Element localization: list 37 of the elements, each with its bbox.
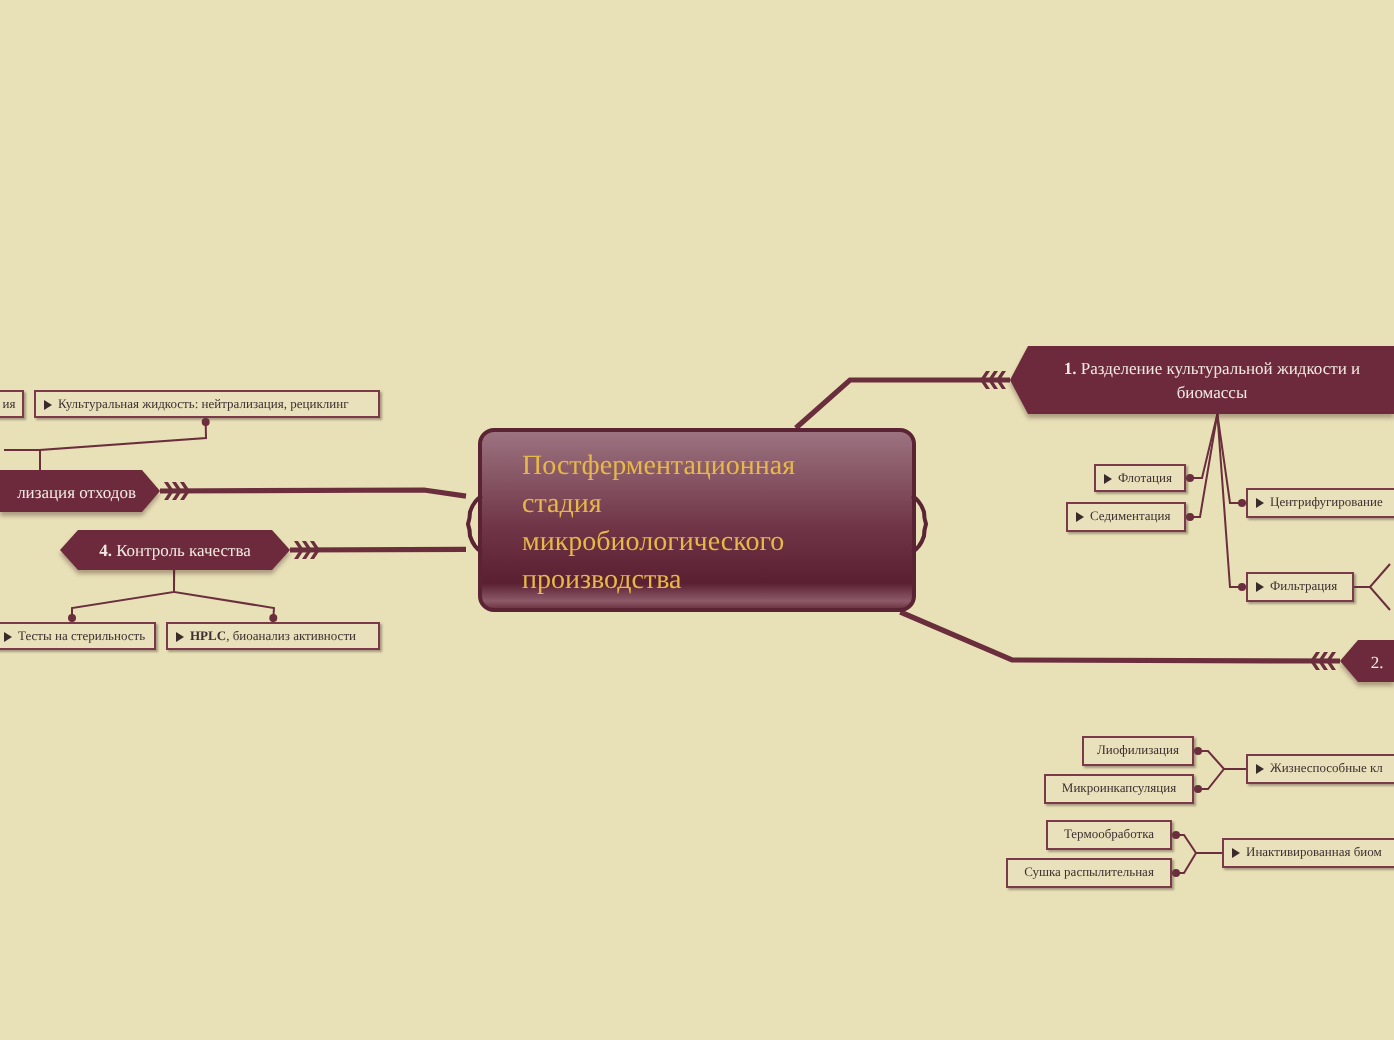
subtopic-box (1046, 820, 1172, 850)
topic-label: 4. Контроль качества (99, 538, 251, 562)
central-topic-label: Постферментационная стадия микробиологического производства (522, 450, 798, 600)
topic-banner (60, 530, 290, 570)
subtopic-box (1082, 736, 1194, 766)
connector (899, 609, 1340, 670)
subtopic-box (166, 622, 380, 650)
subtopic-box (1094, 464, 1186, 492)
subtopic-box (1246, 572, 1354, 602)
connector (39, 417, 210, 471)
subtopic-box (1246, 754, 1394, 784)
subtopic-box (0, 622, 156, 650)
subtopic-box (0, 390, 24, 418)
subtopic-box (1222, 838, 1394, 868)
connector (1193, 768, 1247, 793)
central-topic-box (466, 428, 928, 612)
connector (173, 569, 278, 623)
subtopic-box (1044, 774, 1194, 804)
topic-label: лизация отходов (17, 479, 136, 503)
connector (1216, 413, 1247, 591)
connector (1185, 413, 1219, 521)
subtopic-box (1066, 502, 1186, 532)
subtopic-box (34, 390, 380, 418)
topic-label: 2. (1370, 649, 1384, 673)
connector (1185, 413, 1219, 482)
topic-banner (0, 470, 160, 512)
connector (794, 371, 1010, 430)
connector (1171, 852, 1223, 877)
topic-banner (1340, 640, 1394, 682)
subtopic-box (1246, 488, 1394, 518)
connector (1353, 586, 1391, 611)
connector (290, 540, 466, 559)
connector (1216, 413, 1247, 507)
subtopic-box (1006, 858, 1172, 888)
connector (160, 481, 467, 500)
topic-banner (1010, 346, 1394, 414)
topic-label: 1. Разделение культуральной жидкости и биомассы (1061, 356, 1363, 404)
